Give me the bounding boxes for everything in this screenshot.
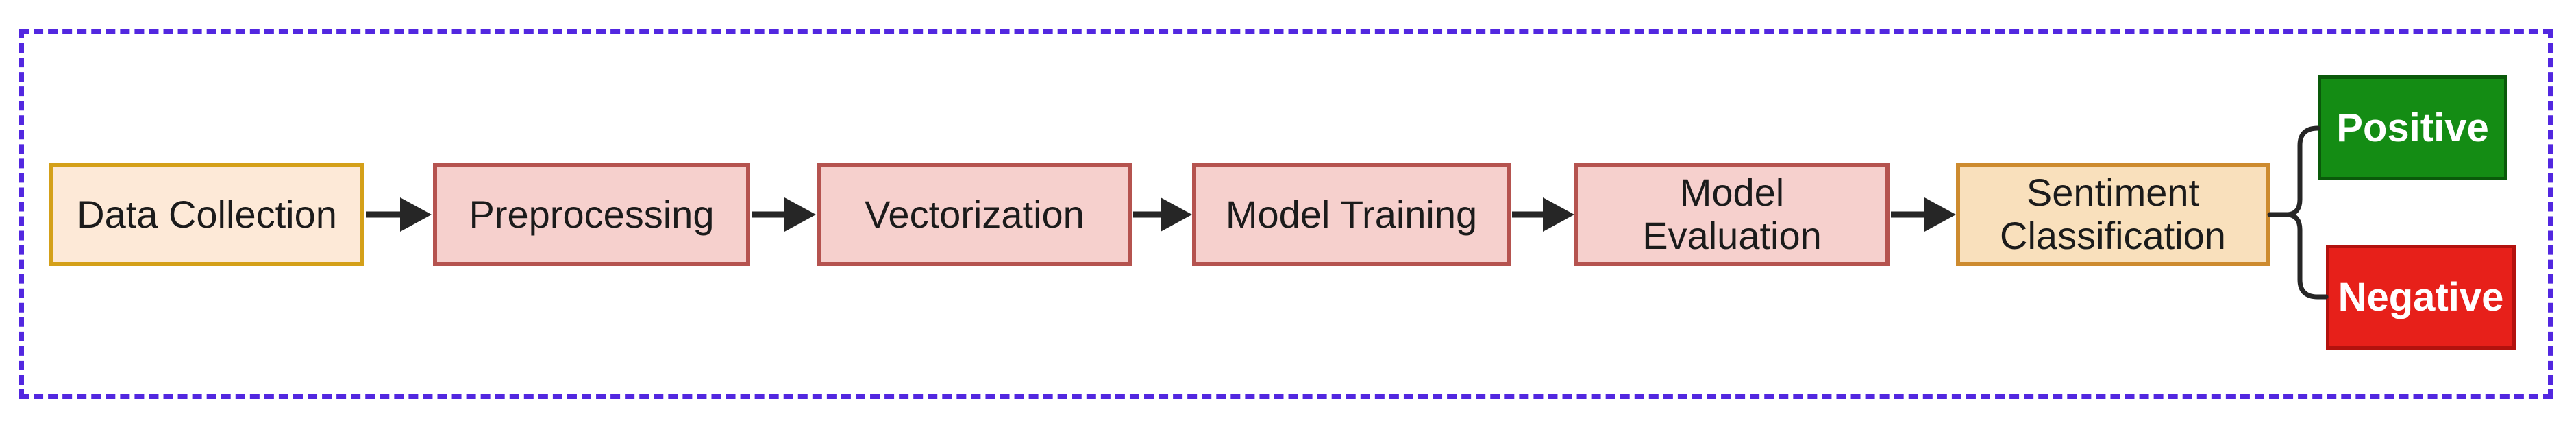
diagram-dashed-frame [19, 29, 2553, 399]
flow-node-sentiment-classification: Sentiment Classification [1956, 163, 2270, 266]
flow-node-data-collection: Data Collection [49, 163, 364, 266]
flow-node-label: Preprocessing [469, 192, 715, 236]
flow-node-model-evaluation: Model Evaluation [1574, 163, 1890, 266]
flow-node-preprocessing: Preprocessing [433, 163, 750, 266]
flow-node-label: Data Collection [77, 192, 337, 236]
outcome-node-negative: Negative [2326, 245, 2516, 350]
outcome-node-positive: Positive [2318, 75, 2507, 180]
flow-node-label: Vectorization [865, 192, 1085, 236]
outcome-label: Positive [2336, 106, 2489, 150]
flow-node-model-training: Model Training [1192, 163, 1511, 266]
flow-node-vectorization: Vectorization [817, 163, 1132, 266]
outcome-label: Negative [2338, 275, 2504, 319]
flow-node-label: Model Training [1225, 192, 1478, 236]
flow-node-label: Model Evaluation [1642, 171, 1822, 257]
flow-node-label: Sentiment Classification [2000, 171, 2226, 257]
